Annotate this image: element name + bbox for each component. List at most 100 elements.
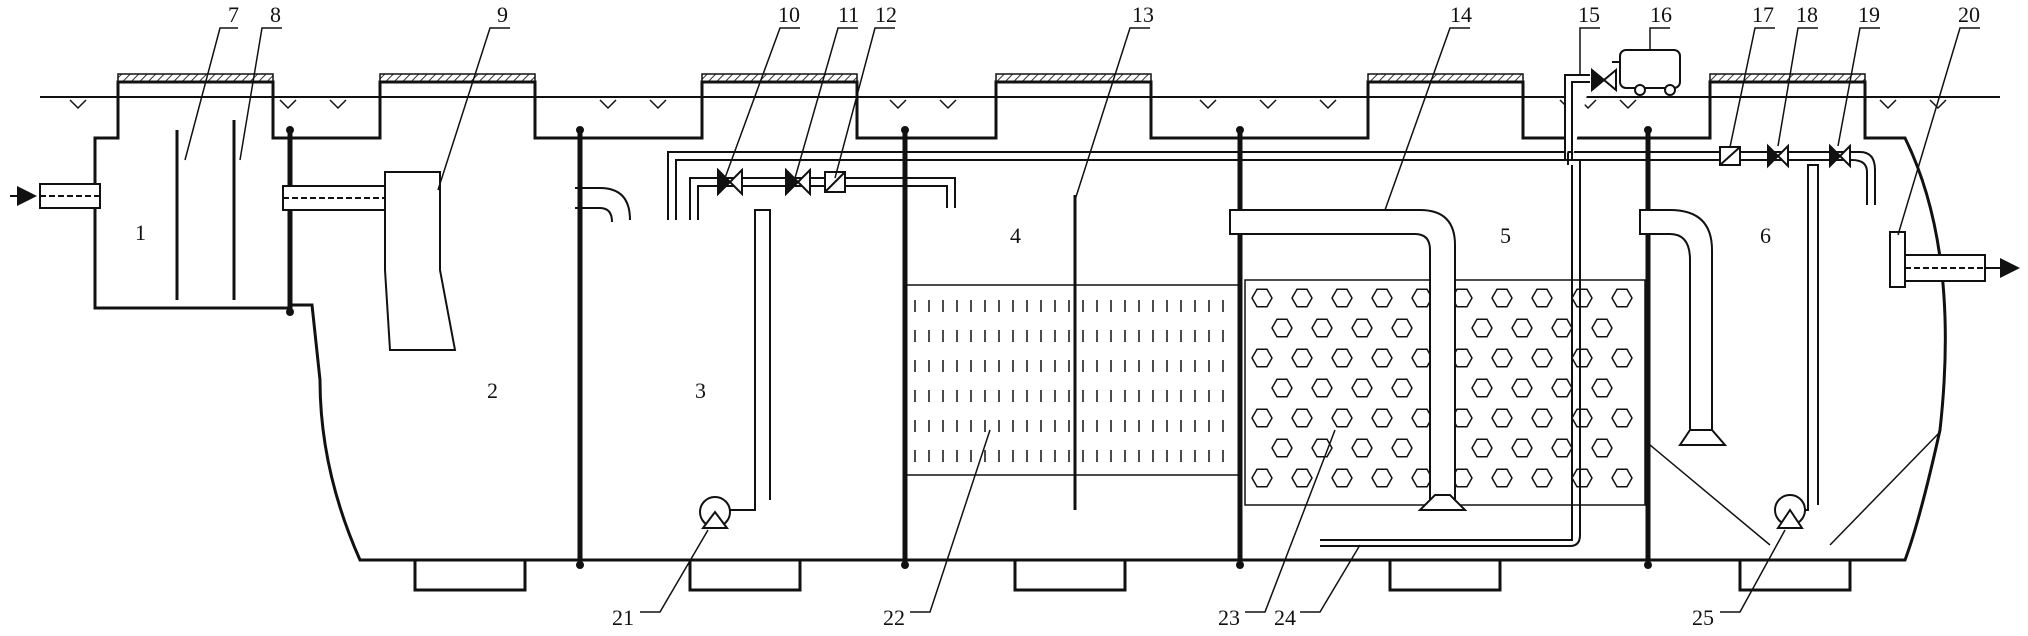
media-hexagon [1571,468,1593,488]
media-hexagon [1411,288,1433,308]
chamber-label-6: 6 [1760,223,1771,248]
media-block-22 [904,284,1241,476]
media-hexagon [1551,318,1573,338]
media-hexagon [1331,408,1353,428]
callout-labels: 7 8 9 10 11 12 13 14 15 16 17 18 19 20 2… [228,2,1980,630]
media-hexagon [1551,438,1573,458]
callout-20: 20 [1958,2,1980,27]
media-hexagon [1391,318,1413,338]
ground-line [40,96,2000,110]
media-hexagon [1491,288,1513,308]
pipe-24 [1320,160,1581,547]
callout-19: 19 [1858,2,1880,27]
media-hexagon [1471,438,1493,458]
callout-21: 21 [612,605,634,630]
transfer-pipe-1-2 [282,185,394,211]
callout-13: 13 [1132,2,1154,27]
media-hexagon [1411,408,1433,428]
callout-10: 10 [778,2,800,27]
callout-leaders [184,27,1980,613]
media-hexagon [1571,288,1593,308]
media-hexagon [1531,408,1553,428]
media-hexagon [1351,378,1373,398]
media-hexagon [1471,318,1493,338]
chamber-label-1: 1 [135,220,146,245]
media-hexagons [1251,288,1633,488]
media-hexagon [1371,468,1393,488]
media-hexagon [1351,318,1373,338]
media-hexagon [1311,318,1333,338]
media-hexagon [1511,318,1533,338]
media-hexagon [1271,378,1293,398]
inlet-pipe [10,183,101,209]
media-hexagon [1291,468,1313,488]
media-hexagon [1251,468,1273,488]
media-hexagon [1371,288,1393,308]
pump-25 [1774,164,1819,529]
baffles-7-8 [175,120,236,300]
media-hexagon [1391,378,1413,398]
callout-15: 15 [1578,2,1600,27]
media-hexagon [1311,438,1333,458]
media-hexagon [1571,348,1593,368]
media-hexagon [1531,348,1553,368]
callout-11: 11 [838,2,859,27]
callout-12: 12 [875,2,897,27]
elbow-pipe-2-3 [575,187,631,223]
tank-outline [93,80,1947,562]
media-hexagon [1331,468,1353,488]
media-hexagon [1611,468,1633,488]
callout-17: 17 [1752,2,1774,27]
manhole-covers [117,73,1866,83]
media-hexagon [1311,378,1333,398]
media-hexagon [1611,348,1633,368]
callout-18: 18 [1796,2,1818,27]
media-hexagon [1251,408,1273,428]
media-hexagon [1591,318,1613,338]
pipe-14 [1229,209,1468,511]
media-hexagon [1611,408,1633,428]
base-supports [413,558,1852,592]
media-hexagon [1331,348,1353,368]
media-hexagon [1611,288,1633,308]
media-hexagon [1511,438,1533,458]
blower-16 [1564,49,1681,160]
media-hexagon [1531,288,1553,308]
media-strips [914,300,1224,462]
media-hexagon [1491,468,1513,488]
inlet-diffuser [384,171,457,351]
media-hexagon [1591,378,1613,398]
chamber-label-5: 5 [1500,223,1511,248]
callout-8: 8 [270,2,281,27]
pump-21 [699,209,771,529]
media-hexagon [1271,318,1293,338]
callout-23: 23 [1218,605,1240,630]
valve-branch [689,167,956,220]
outlet-20 [1889,231,2020,288]
callout-22: 22 [883,605,905,630]
chamber-label-4: 4 [1010,223,1021,248]
callout-14: 14 [1450,2,1472,27]
media-hexagon [1511,378,1533,398]
media-hexagon [1471,378,1493,398]
media-hexagon [1291,288,1313,308]
air-manifold [667,151,1876,220]
media-hexagon [1251,348,1273,368]
media-hexagon [1371,408,1393,428]
callout-9: 9 [497,2,508,27]
media-hexagon [1251,288,1273,308]
callout-24: 24 [1274,605,1296,630]
elbow-pipe-5-6 [1639,209,1728,446]
media-hexagon [1491,348,1513,368]
callout-16: 16 [1650,2,1672,27]
media-hexagon [1291,408,1313,428]
media-hexagon [1351,438,1373,458]
media-hexagon [1591,438,1613,458]
chamber-label-3: 3 [695,378,706,403]
sludge-hopper [1649,431,1941,546]
media-hexagon [1391,438,1413,458]
media-hexagon [1571,408,1593,428]
media-hexagon [1271,438,1293,458]
media-hexagon [1411,348,1433,368]
